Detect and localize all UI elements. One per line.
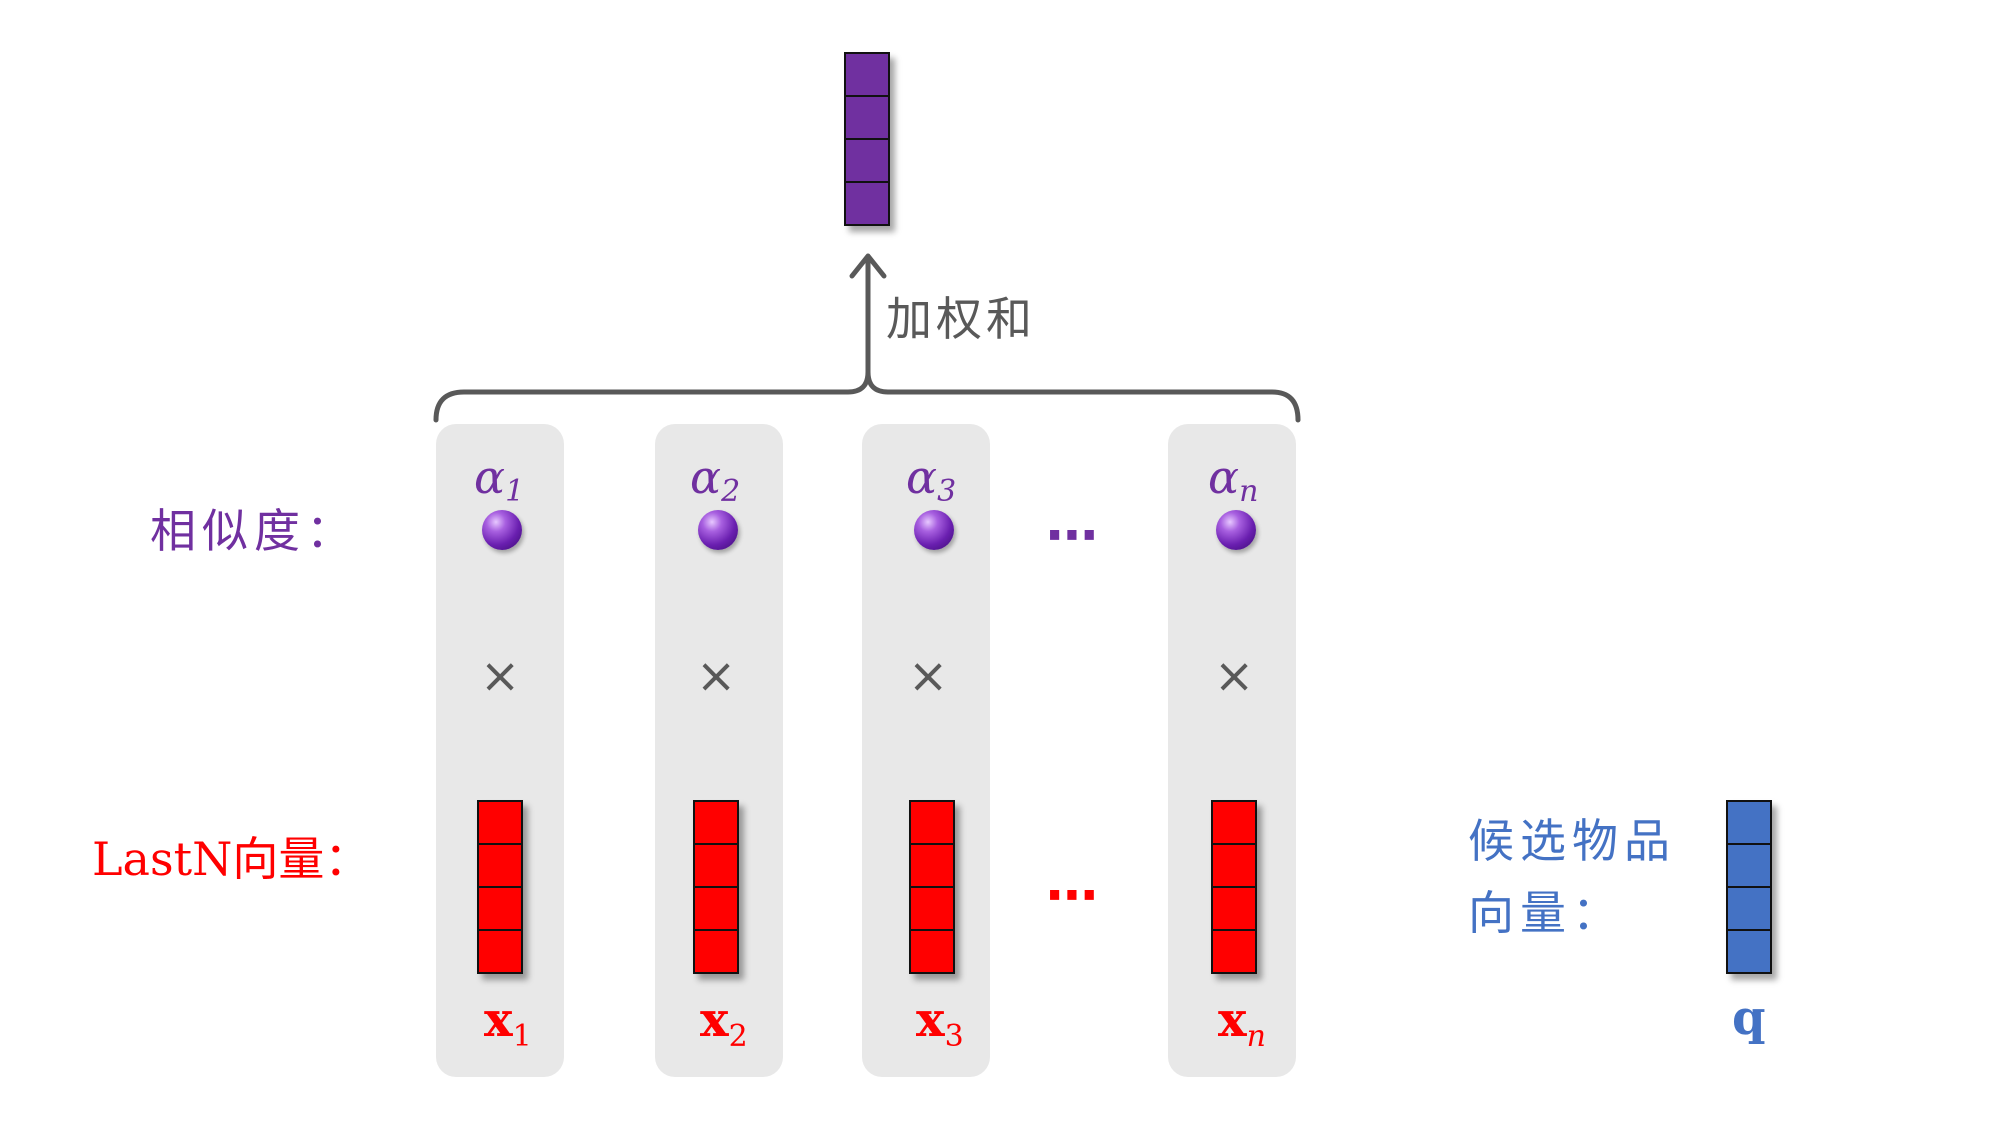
vector-ellipsis: ⋯ [1046,866,1100,926]
lastn-vector-2 [693,800,739,974]
x-label-n: xn [1218,992,1266,1054]
lastn-vectors-label: LastN向量： [92,832,371,886]
similarity-label: 相似度： [150,504,358,558]
x-label-3: x3 [916,992,964,1054]
similarity-sphere-3 [914,510,954,550]
multiply-sign-n: × [1214,648,1255,704]
candidate-label-line1: 候选物品 [1468,814,1676,868]
multiply-sign-3: × [908,648,949,704]
similarity-ellipsis: ⋯ [1046,506,1100,566]
candidate-vector [1726,800,1772,974]
weighted-sum-label: 加权和 [886,292,1036,346]
lastn-vector-1 [477,800,523,974]
x-label-2: x2 [700,992,748,1054]
lastn-vector-n [1211,800,1257,974]
similarity-sphere-2 [698,510,738,550]
candidate-symbol: q [1732,990,1766,1046]
lastn-vector-3 [909,800,955,974]
multiply-sign-2: × [696,648,737,704]
alpha-label-2: α2 [690,450,741,509]
alpha-label-3: α3 [906,450,957,509]
x-label-1: x1 [484,992,532,1054]
similarity-sphere-n [1216,510,1256,550]
candidate-label-line2: 向量： [1468,886,1624,940]
alpha-label-n: αn [1208,450,1259,509]
multiply-sign-1: × [480,648,521,704]
output-vector [844,52,890,226]
similarity-sphere-1 [482,510,522,550]
alpha-label-1: α1 [474,450,525,509]
